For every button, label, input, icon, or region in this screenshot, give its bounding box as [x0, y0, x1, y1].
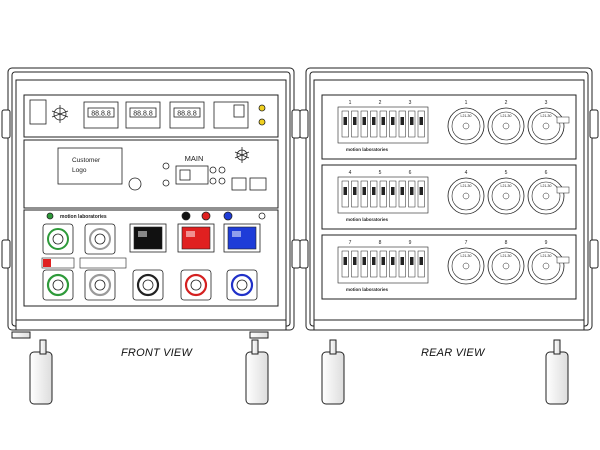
- top-receptacle: [42, 223, 74, 255]
- bottom-receptacle: [132, 269, 164, 301]
- main-panel: [23, 139, 279, 209]
- svg-text:4: 4: [465, 170, 468, 176]
- breaker-group-number: 5: [379, 170, 382, 176]
- breaker-group-number: 1: [349, 100, 352, 106]
- svg-text:2: 2: [505, 100, 508, 106]
- svg-text:L21-30: L21-30: [541, 114, 552, 118]
- meter-details: [29, 99, 266, 129]
- svg-text:L21-30: L21-30: [541, 254, 552, 258]
- meter-1-readout: 88.8.8: [91, 111, 111, 118]
- svg-text:5: 5: [505, 170, 508, 176]
- breaker-group-number: 8: [379, 240, 382, 246]
- bottom-receptacle: [84, 269, 116, 301]
- front-receptacles: [41, 223, 258, 301]
- rear-brand-text: motion laboratories: [346, 287, 389, 292]
- bottom-receptacle: [180, 269, 212, 301]
- svg-text:7: 7: [465, 240, 468, 246]
- svg-text:L21-30: L21-30: [501, 254, 512, 258]
- rear-brand-text: motion laboratories: [346, 217, 389, 222]
- svg-text:6: 6: [545, 170, 548, 176]
- meter-2-readout: 88.8.8: [133, 111, 153, 118]
- rear-view-label: REAR VIEW: [421, 347, 485, 359]
- customer-logo-line1: Customer: [72, 157, 101, 164]
- motion-labs-logo: [51, 105, 69, 123]
- svg-text:L21-30: L21-30: [461, 114, 472, 118]
- svg-text:9: 9: [545, 240, 548, 246]
- bottom-receptacle: [42, 269, 74, 301]
- customer-logo-area: [57, 147, 123, 185]
- svg-text:1: 1: [465, 100, 468, 106]
- warning-icon: [43, 259, 51, 267]
- main-panel-details: [57, 147, 267, 191]
- breaker-group-number: 2: [379, 100, 382, 106]
- cam-lock-block: [177, 223, 215, 253]
- rear-brand-text: motion laboratories: [346, 147, 389, 152]
- breaker-group-number: 3: [409, 100, 412, 106]
- cam-lock-blocks: [129, 223, 261, 253]
- main-label: MAIN: [185, 154, 204, 163]
- panel-hole: [128, 177, 142, 191]
- top-receptacle: [84, 223, 116, 255]
- breaker-group-number: 9: [409, 240, 412, 246]
- svg-text:3: 3: [545, 100, 548, 106]
- breaker-group-number: 6: [409, 170, 412, 176]
- info-label: [79, 257, 127, 269]
- svg-text:L21-30: L21-30: [541, 184, 552, 188]
- cam-lock-block: [223, 223, 261, 253]
- customer-logo-line2: Logo: [72, 167, 87, 174]
- warning-label: [41, 257, 75, 269]
- svg-text:L21-30: L21-30: [501, 184, 512, 188]
- breaker-group-number: 7: [349, 240, 352, 246]
- svg-text:L21-30: L21-30: [461, 254, 472, 258]
- svg-text:L21-30: L21-30: [461, 184, 472, 188]
- front-brand-text: motion laboratories: [60, 214, 107, 220]
- svg-text:L21-30: L21-30: [501, 114, 512, 118]
- svg-text:8: 8: [505, 240, 508, 246]
- cam-lock-block: [129, 223, 167, 253]
- bottom-receptacle: [226, 269, 258, 301]
- meter-3-readout: 88.8.8: [177, 111, 197, 118]
- breaker-group-number: 4: [349, 170, 352, 176]
- rear-casters: [321, 339, 569, 405]
- front-connector-details: [46, 211, 266, 221]
- front-view-label: FRONT VIEW: [121, 347, 193, 359]
- front-casters: [11, 331, 269, 405]
